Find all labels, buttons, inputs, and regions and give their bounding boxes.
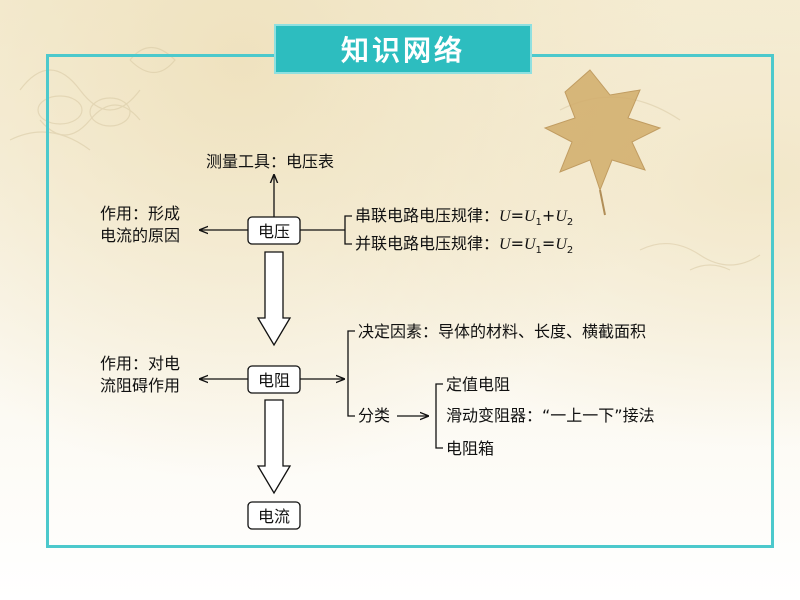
resistance-factors: 决定因素：导体的材料、长度、横截面积 (358, 322, 646, 341)
voltage-rules-bracket (344, 215, 352, 245)
resistance-effect-line2: 流阻碍作用 (100, 376, 180, 395)
flow-arrow-resistance-to-current (256, 399, 292, 495)
node-voltage-label: 电压 (258, 222, 290, 241)
resistance-classify: 分类 (358, 406, 390, 425)
types-bracket (435, 383, 443, 449)
voltage-effect-line1: 作用：形成 (100, 204, 180, 223)
resistance-details-bracket (347, 330, 355, 417)
series-rule: 串联电路电压规律：U=U1+U2 (355, 206, 573, 228)
node-resistance-label: 电阻 (258, 371, 290, 390)
parallel-rule: 并联电路电压规律：U=U1=U2 (355, 234, 573, 256)
type-rheostat: 滑动变阻器：“一上一下”接法 (446, 406, 655, 425)
voltage-tool: 测量工具：电压表 (206, 152, 334, 171)
page-title: 知识网络 (274, 24, 532, 74)
node-voltage: 电压 (247, 216, 301, 245)
node-resistance: 电阻 (247, 365, 301, 394)
type-fixed-resistor: 定值电阻 (446, 375, 510, 394)
flow-arrow-voltage-to-resistance (256, 251, 292, 347)
background-script (9, 46, 761, 271)
node-current-label: 电流 (258, 507, 290, 526)
node-current: 电流 (247, 501, 301, 530)
voltage-effect-line2: 电流的原因 (100, 226, 180, 245)
type-resistance-box: 电阻箱 (446, 439, 494, 458)
resistance-effect-line1: 作用：对电 (100, 354, 180, 373)
maple-leaf-icon (543, 69, 662, 216)
